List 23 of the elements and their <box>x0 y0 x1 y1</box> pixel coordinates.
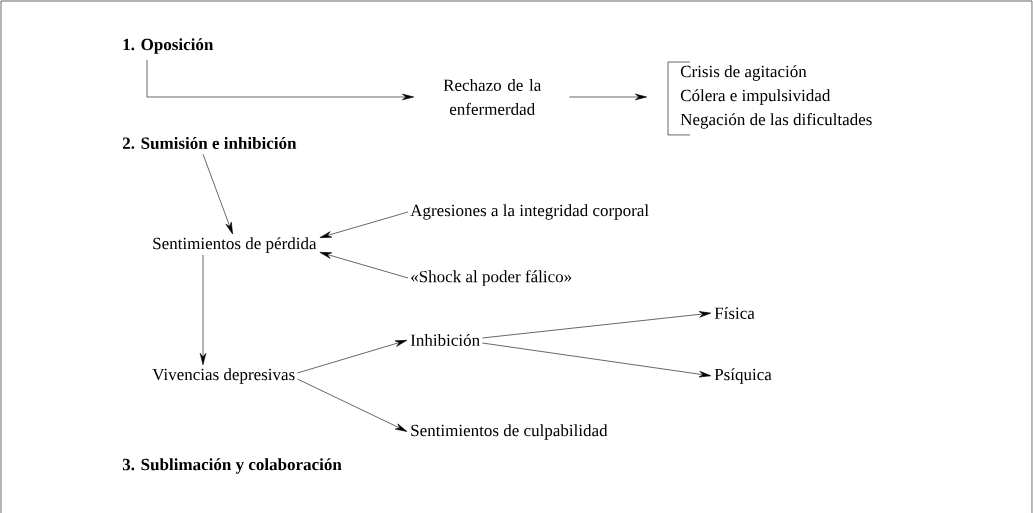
text-label: Inhibición <box>410 334 480 346</box>
text-label: Rechazo de la enfermerdad <box>443 79 542 115</box>
arrow <box>199 254 207 366</box>
arrow <box>319 211 409 238</box>
arrow <box>569 93 648 101</box>
arrow <box>481 342 712 378</box>
text-label: Vivencias depresivas <box>152 368 295 384</box>
arrow <box>319 252 409 279</box>
text-label: Psíquica <box>714 368 772 384</box>
text-label: Sentimientos de culpabilidad <box>411 424 608 440</box>
arrow <box>297 378 408 432</box>
heading: 1. Oposición <box>123 38 214 54</box>
heading: 2. Sumisión e inhibición <box>122 136 297 149</box>
arrow <box>481 311 712 339</box>
arrow <box>202 153 233 235</box>
heading: 3. Sublimación y colaboración <box>122 458 342 474</box>
text-label: Física <box>714 307 755 319</box>
text-label: Sentimientos de pérdida <box>153 237 317 253</box>
text-label: Agresiones a la integridad corporal <box>410 204 649 220</box>
arrow <box>146 59 415 101</box>
text-label: «Shock al poder fálico» <box>411 270 572 286</box>
arrow <box>297 340 408 374</box>
bracketed-list: Crisis de agitación Cólera e impulsividad Negación de las dificultades <box>667 61 872 136</box>
